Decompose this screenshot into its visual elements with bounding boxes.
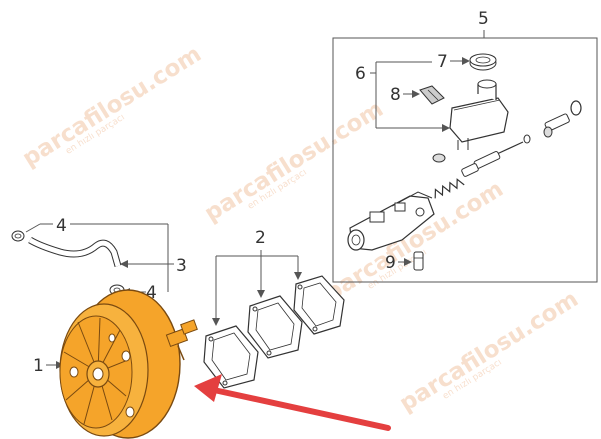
- arrow-head: [412, 90, 420, 98]
- brake-booster: [59, 289, 198, 439]
- arrow-head: [212, 318, 220, 326]
- callout-3: 3: [176, 256, 187, 276]
- gasket: [247, 295, 303, 359]
- callout-8: 8: [390, 85, 401, 105]
- arrow-head: [120, 260, 128, 268]
- callout-6: 6: [355, 64, 366, 84]
- fittings-right: [432, 100, 582, 199]
- master-cylinder: [347, 191, 435, 251]
- callout-4-bottom: 4: [146, 283, 157, 303]
- arrow-head: [257, 290, 265, 298]
- brake-reservoir: [449, 79, 509, 150]
- callout-5: 5: [478, 9, 489, 29]
- leader-line: [25, 223, 41, 233]
- arrow-head: [442, 124, 450, 132]
- gasket: [293, 275, 345, 335]
- arrow-head: [462, 57, 470, 65]
- arrow-head: [294, 272, 302, 280]
- master-cylinder-box: [332, 37, 598, 283]
- vacuum-hose: [11, 230, 125, 296]
- callout-9: 9: [385, 253, 396, 273]
- bleeder-screw: [413, 251, 424, 271]
- callout-2: 2: [255, 228, 266, 248]
- gasket: [203, 325, 259, 389]
- callout-4-top: 4: [56, 216, 67, 236]
- reservoir-cap: [469, 53, 497, 71]
- callout-1: 1: [33, 356, 44, 376]
- callout-7: 7: [437, 52, 448, 72]
- level-sensor: [419, 85, 445, 105]
- highlight-arrow: [194, 374, 391, 431]
- arrow-head: [404, 258, 412, 266]
